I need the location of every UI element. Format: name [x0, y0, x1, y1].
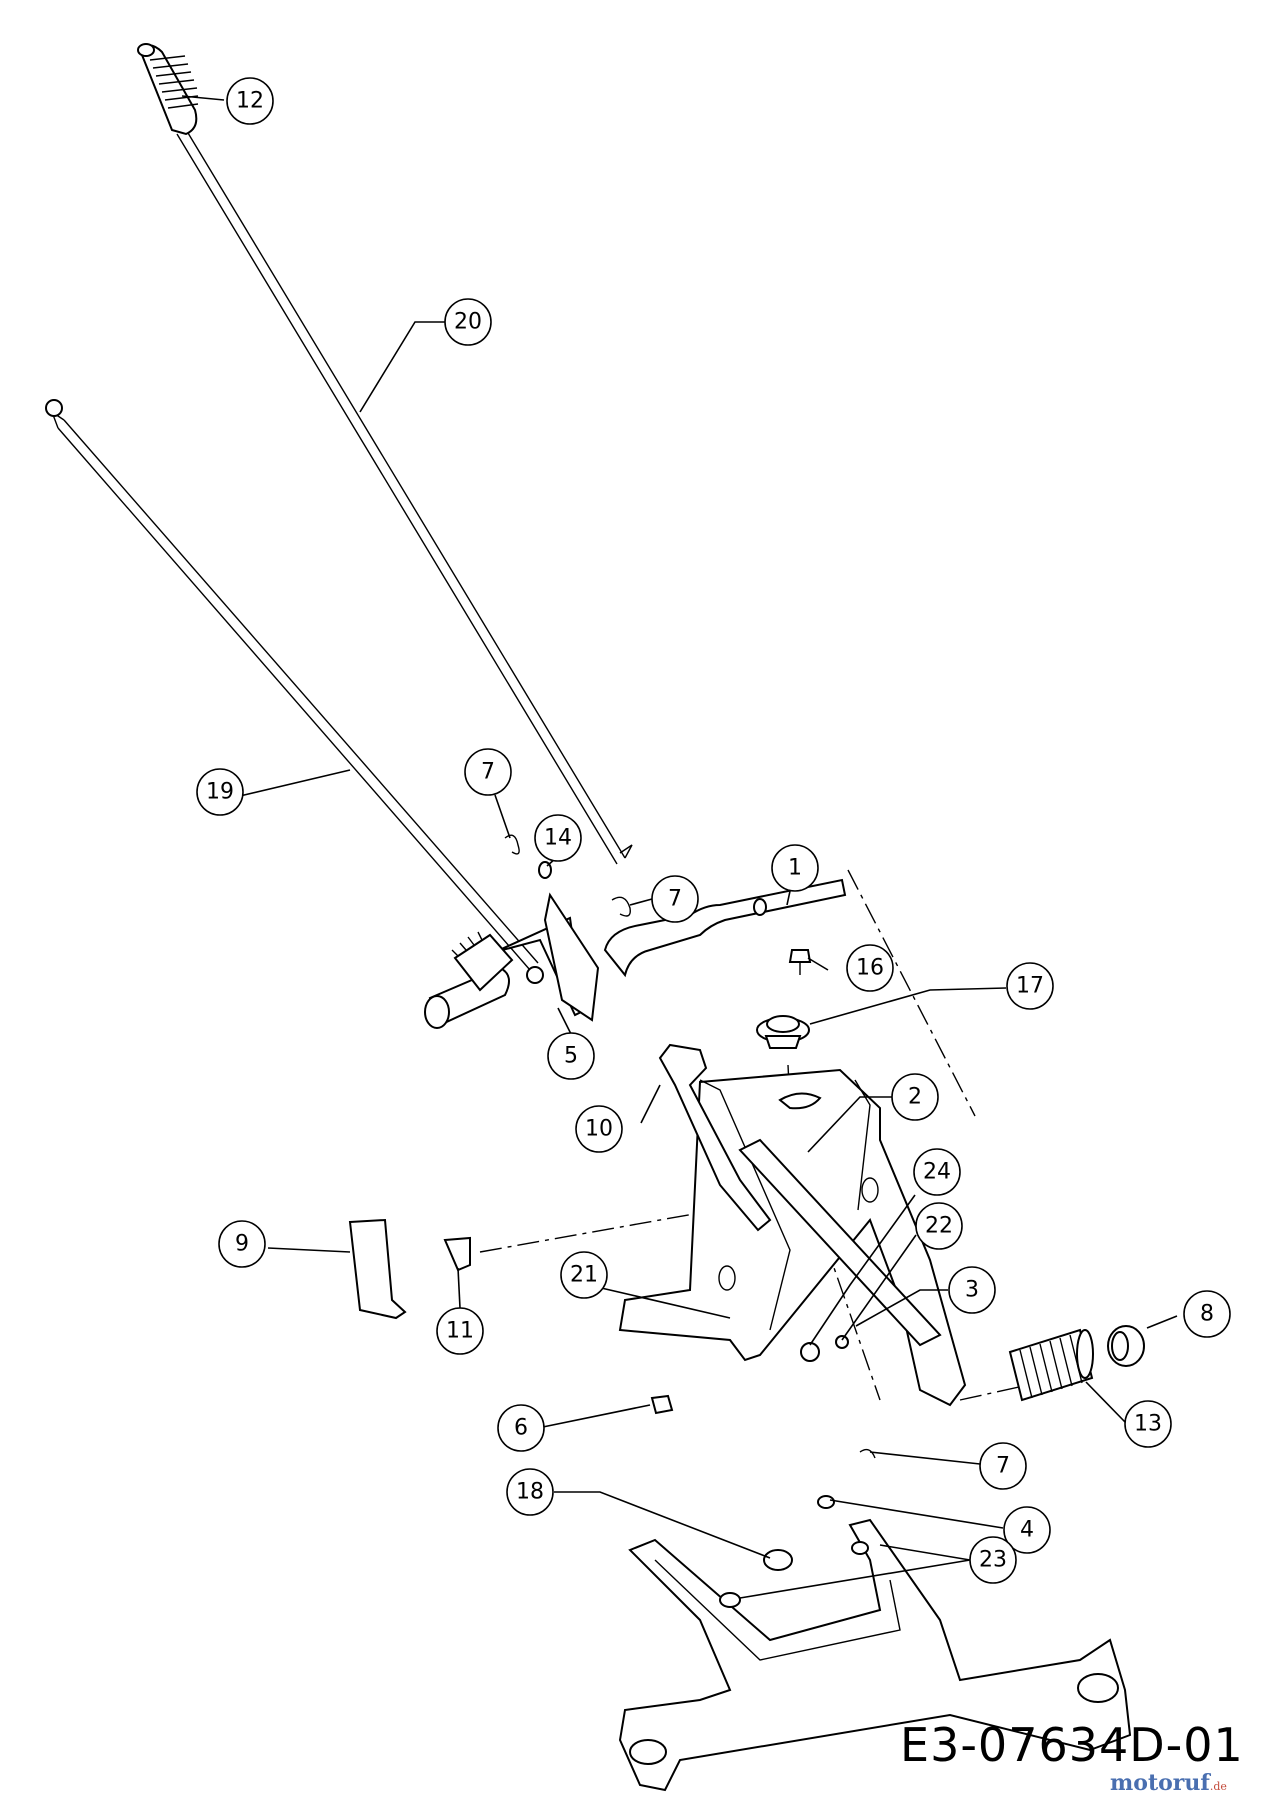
svg-text:2: 2	[908, 1085, 922, 1110]
svg-text:12: 12	[236, 89, 264, 114]
drawing-code: E3-07634D-01	[900, 1718, 1244, 1772]
leader-lines	[181, 95, 1178, 1599]
callout-12[interactable]: 12	[226, 77, 274, 125]
svg-text:7: 7	[481, 760, 495, 785]
callout-11[interactable]: 11	[436, 1307, 484, 1355]
cap-8	[1107, 1325, 1145, 1367]
bolt-23	[719, 1541, 869, 1608]
callout-23[interactable]: 23	[969, 1536, 1017, 1584]
callout-8[interactable]: 8	[1183, 1290, 1231, 1338]
callout-7-mid[interactable]: 7	[651, 875, 699, 923]
nut-4	[817, 1495, 835, 1509]
svg-text:6: 6	[514, 1416, 528, 1441]
svg-text:19: 19	[206, 780, 234, 805]
pivot-shaft-1	[603, 878, 847, 978]
watermark-logo: motoruf.de	[1110, 1770, 1227, 1796]
callout-14[interactable]: 14	[534, 814, 582, 862]
clip-7-upper	[504, 834, 520, 855]
svg-text:3: 3	[965, 1278, 979, 1303]
callout-7-upper[interactable]: 7	[464, 748, 512, 796]
nut-24	[835, 1335, 849, 1349]
callout-17[interactable]: 17	[1006, 962, 1054, 1010]
watermark-suffix: .de	[1209, 1780, 1227, 1793]
callout-9[interactable]: 9	[218, 1220, 266, 1268]
callout-2[interactable]: 2	[891, 1073, 939, 1121]
callout-21[interactable]: 21	[560, 1251, 608, 1299]
callout-3[interactable]: 3	[948, 1266, 996, 1314]
svg-text:24: 24	[923, 1160, 951, 1185]
svg-text:18: 18	[516, 1480, 544, 1505]
clip-7-mid	[611, 896, 631, 917]
callout-16[interactable]: 16	[846, 944, 894, 992]
svg-text:22: 22	[925, 1214, 953, 1239]
svg-text:11: 11	[446, 1319, 474, 1344]
nut-6	[650, 1394, 674, 1415]
svg-text:5: 5	[564, 1044, 578, 1069]
svg-text:10: 10	[585, 1117, 613, 1142]
callout-22[interactable]: 22	[915, 1202, 963, 1250]
svg-text:23: 23	[979, 1548, 1007, 1573]
svg-text:7: 7	[668, 887, 682, 912]
clip-7-lower	[859, 1448, 876, 1459]
svg-text:7: 7	[996, 1454, 1010, 1479]
svg-text:16: 16	[856, 956, 884, 981]
part-drawings	[45, 43, 1145, 1792]
clip-11	[443, 1236, 471, 1272]
callout-4[interactable]: 4	[1003, 1506, 1051, 1554]
shaft-assembly-5	[424, 892, 600, 1029]
svg-text:4: 4	[1020, 1518, 1034, 1543]
crossbar-3	[738, 1138, 942, 1347]
svg-text:8: 8	[1200, 1302, 1214, 1327]
bushing-18	[763, 1549, 793, 1571]
bushing-17	[756, 1015, 810, 1049]
svg-text:13: 13	[1134, 1412, 1162, 1437]
pedal-cover-9	[348, 1218, 407, 1320]
callout-24[interactable]: 24	[913, 1148, 961, 1196]
callout-20[interactable]: 20	[444, 298, 492, 346]
svg-text:21: 21	[570, 1263, 598, 1288]
svg-text:20: 20	[454, 310, 482, 335]
callout-1[interactable]: 1	[771, 844, 819, 892]
callout-10[interactable]: 10	[575, 1105, 623, 1153]
callout-19[interactable]: 19	[196, 768, 244, 816]
svg-text:14: 14	[544, 826, 572, 851]
callout-5[interactable]: 5	[547, 1032, 595, 1080]
callout-6[interactable]: 6	[497, 1404, 545, 1452]
callout-7-lower[interactable]: 7	[979, 1442, 1027, 1490]
spring-12	[137, 43, 199, 136]
lift-rod-20	[176, 127, 633, 865]
svg-text:17: 17	[1016, 974, 1044, 999]
callouts: 1 2 3 4 5 6 7 7 7 8 9 10 11 12 13 14 16 …	[196, 77, 1231, 1584]
callout-13[interactable]: 13	[1124, 1400, 1172, 1448]
pedal-grip-13	[1008, 1328, 1094, 1402]
svg-text:9: 9	[235, 1232, 249, 1257]
bolt-16	[788, 949, 812, 975]
rod-19	[45, 399, 539, 971]
assembly-line-1	[847, 869, 976, 1117]
callout-18[interactable]: 18	[506, 1468, 554, 1516]
watermark-text: motoruf	[1110, 1770, 1210, 1796]
washer-22	[800, 1342, 820, 1362]
base-plate	[618, 1518, 1132, 1792]
pedal-arm-10	[658, 1043, 772, 1232]
svg-text:1: 1	[788, 856, 802, 881]
